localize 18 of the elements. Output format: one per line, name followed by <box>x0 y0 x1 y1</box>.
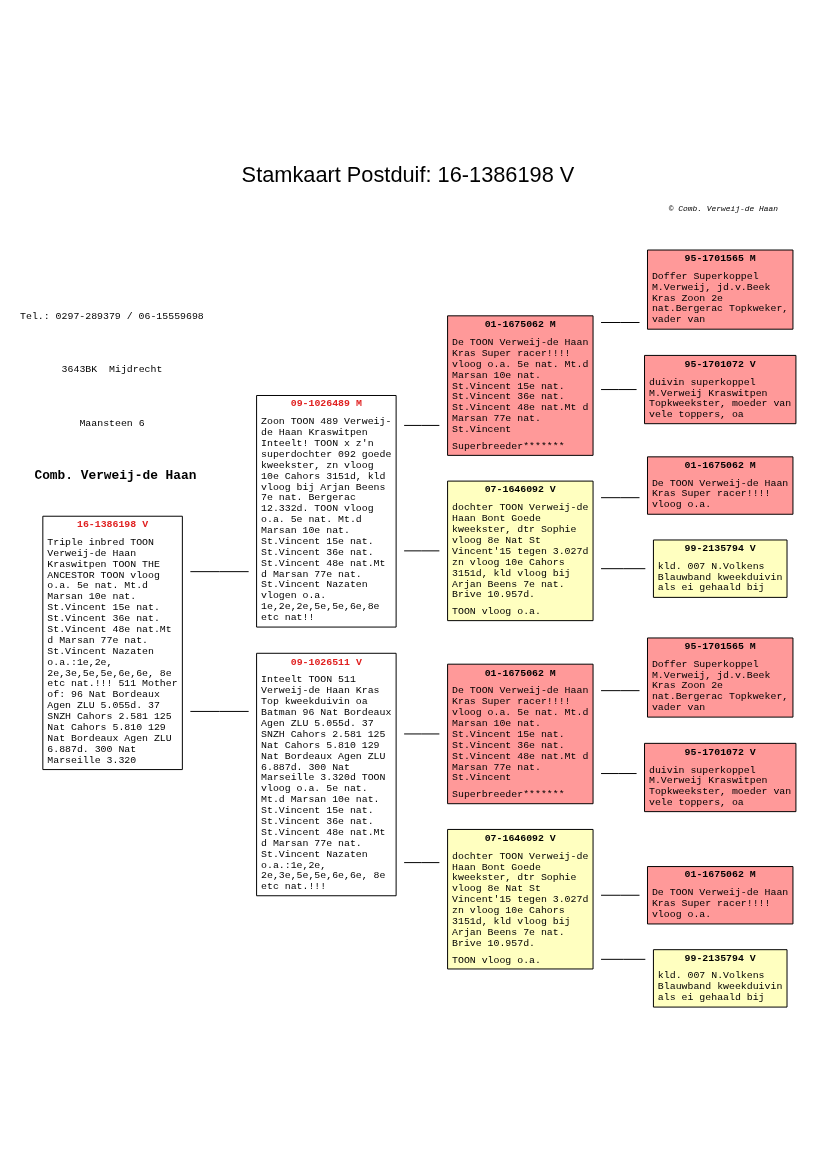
diagram-title: Stamkaart Postduif: 16-1386198 V <box>241 162 575 188</box>
connector <box>600 894 640 896</box>
connector <box>600 690 640 692</box>
connector <box>403 424 440 426</box>
label: Comb. Verweij-de Haan <box>34 468 197 484</box>
connector <box>403 862 440 864</box>
connector <box>600 568 646 570</box>
connector <box>600 773 638 775</box>
connector <box>189 571 250 573</box>
connector <box>189 710 250 712</box>
connector <box>600 322 640 323</box>
label: 3643BK Mijdrecht <box>61 364 163 376</box>
label: Tel.: 0297-289379 / 06-15559698 <box>20 310 204 322</box>
connector <box>600 958 646 960</box>
connector <box>600 497 640 499</box>
label: Maansteen 6 <box>79 417 145 429</box>
connector <box>600 389 638 391</box>
label: © Comb. Verweij-de Haan <box>668 204 778 214</box>
